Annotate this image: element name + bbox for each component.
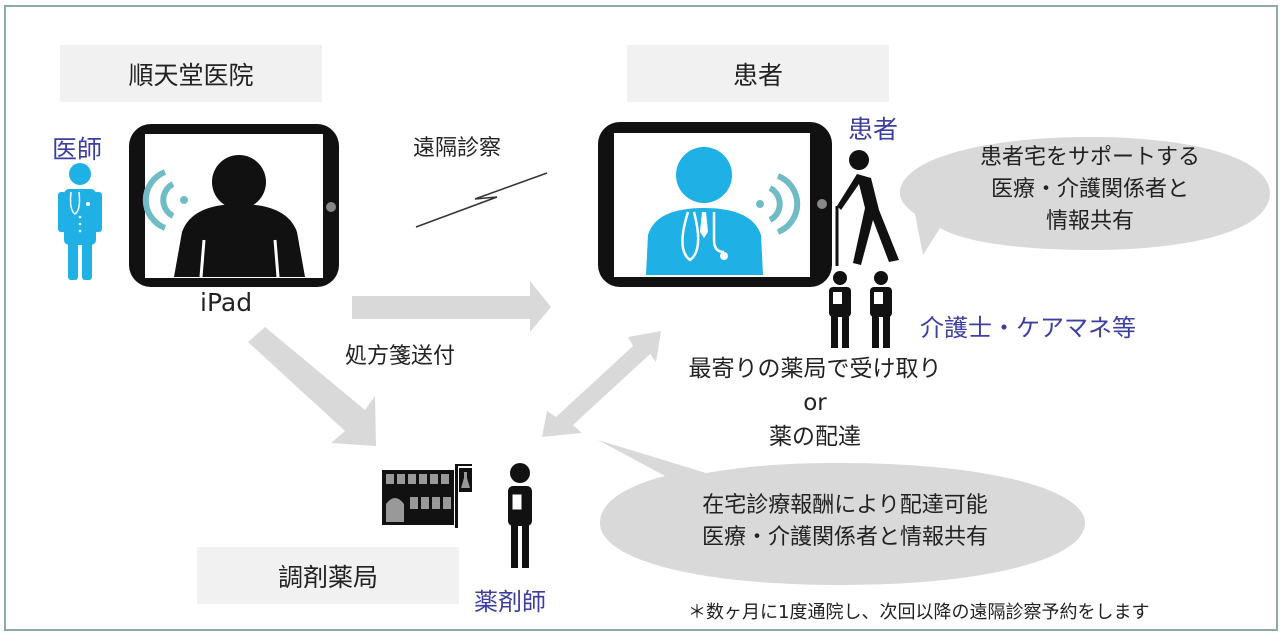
signal-waves-icon: [756, 173, 801, 235]
prescription-label: 処方箋送付: [345, 344, 456, 369]
bubble-bottom-line-2: 医療・介護関係者と情報共有: [701, 525, 988, 550]
pickup-or: or: [803, 390, 827, 416]
patient-silhouette-icon: [174, 155, 305, 278]
diagram-frame: [4, 5, 1278, 631]
prescription-arrow-right: [352, 281, 551, 332]
pickup-options: 最寄りの薬局で受け取り or 薬の配達: [670, 352, 960, 454]
remote-consult-label: 遠隔診察: [413, 136, 502, 161]
hospital-label: 順天堂医院: [128, 60, 254, 90]
pharmacy-building-icon: [382, 464, 472, 528]
patient-label: 患者: [848, 115, 899, 144]
bubble-top-line-2: 医療・介護関係者と: [990, 177, 1189, 202]
pickup-option-2: 薬の配達: [769, 424, 861, 450]
bubble-top-line-3: 情報共有: [1045, 209, 1134, 234]
speech-bubble-top: [900, 137, 1270, 255]
speech-bubble-bottom: [598, 440, 1085, 585]
hospital-label-box: 順天堂医院: [60, 45, 322, 102]
pharmacist-label: 薬剤師: [474, 588, 546, 616]
caregivers-icon: [829, 271, 892, 348]
patient-section-label: 患者: [732, 60, 783, 90]
caregivers-label: 介護士・ケアマネ等: [920, 314, 1136, 342]
ipad-doctor-side: [129, 124, 339, 287]
doctor-label: 医師: [52, 135, 103, 164]
pharmacist-icon: [508, 463, 532, 568]
pharmacy-patient-double-arrow: [542, 331, 661, 437]
bubble-bottom-line-1: 在宅診療報酬により配達可能: [702, 493, 988, 518]
prescription-arrow-to-pharmacy: [248, 327, 376, 446]
ipad-patient-side: [598, 122, 832, 287]
bubble-bottom-text: 在宅診療報酬により配達可能 医療・介護関係者と情報共有: [660, 490, 1030, 554]
patient-section-label-box: 患者: [627, 45, 889, 102]
elderly-patient-icon: [835, 150, 899, 266]
bubble-top-text: 患者宅をサポートする 医療・介護関係者と 情報共有: [930, 142, 1250, 238]
doctor-icon: [58, 163, 102, 280]
remote-signal-line: [415, 172, 548, 228]
doctor-on-screen-icon: [646, 147, 763, 275]
pharmacy-label-box: 調剤薬局: [197, 547, 459, 604]
device-label: iPad: [200, 288, 253, 317]
pickup-option-1: 最寄りの薬局で受け取り: [688, 356, 942, 382]
signal-waves-icon: [142, 169, 188, 231]
pharmacy-label: 調剤薬局: [277, 562, 378, 592]
bubble-top-line-1: 患者宅をサポートする: [979, 145, 1200, 170]
footnote: ＊数ヶ月に1度通院し、次回以降の遠隔診察予約をします: [688, 602, 1150, 623]
